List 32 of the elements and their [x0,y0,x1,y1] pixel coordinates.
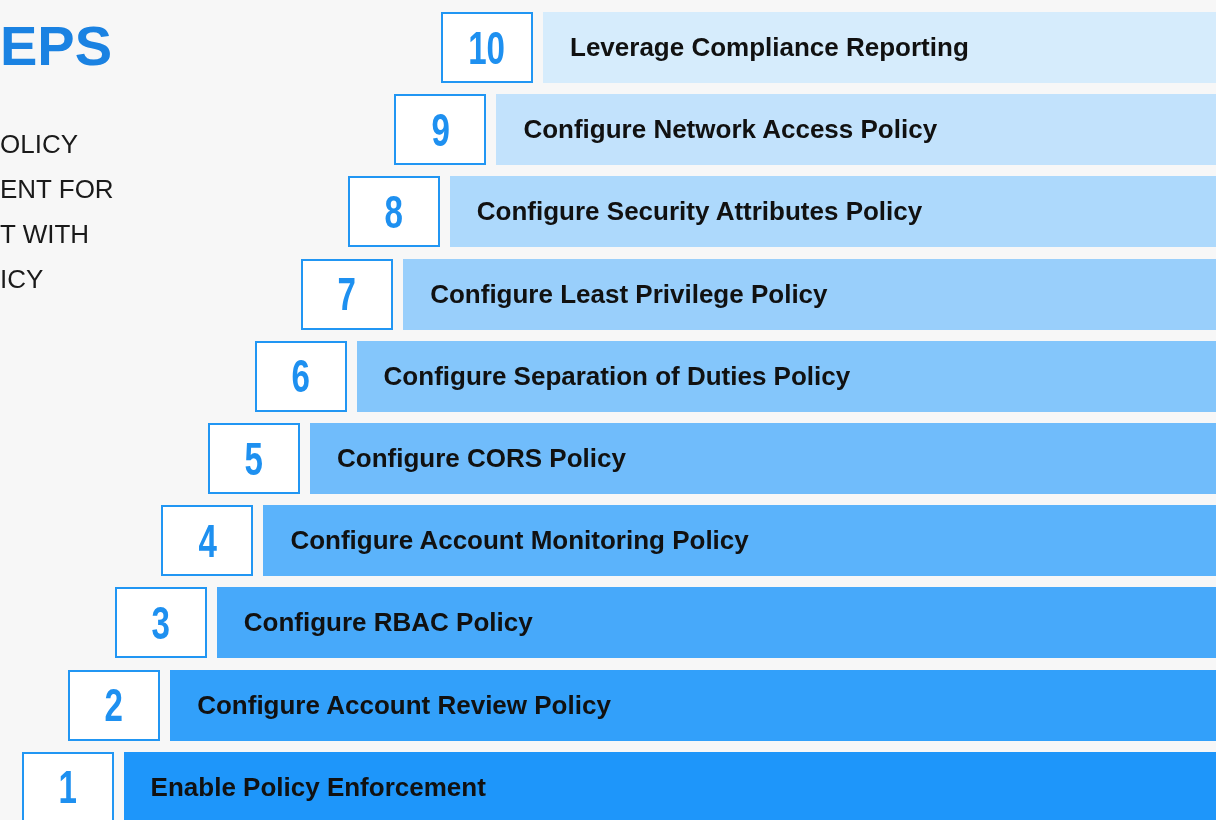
step-label: Configure CORS Policy [337,443,626,474]
step-bar [123,751,1216,820]
step-number: 6 [254,340,347,412]
step-label: Leverage Compliance Reporting [570,32,969,63]
step-bar [356,340,1216,412]
step-number: 1 [21,751,114,820]
step-label: Configure Network Access Policy [523,114,938,146]
step-number: 7 [301,258,394,330]
step-bar [263,505,1216,577]
step-label: Configure Account Review Policy [197,689,611,721]
step-label: Enable Policy Enforcement [150,771,486,803]
step-number: 3 [114,587,207,659]
step-number: 5 [208,423,300,494]
step-label: Configure Separation of Duties Policy [383,360,851,392]
heading: EPS [0,14,113,78]
step-number: 9 [394,94,487,166]
step-number: 2 [68,669,161,741]
step-bar [170,669,1216,741]
step-number: 4 [161,505,254,577]
step-bar [496,94,1216,166]
step-label: Configure Security Attributes Policy [476,196,923,228]
step-bar [449,176,1216,248]
step-bar [543,12,1216,83]
step-bar [310,423,1216,494]
step-bar [216,587,1216,659]
step-number: 8 [347,176,440,248]
step-bar [403,258,1216,330]
description-text: OLICY ENT FOR T WITH ICY [0,128,115,296]
step-label: Configure RBAC Policy [243,607,533,639]
step-number: 10 [441,12,533,83]
step-label: Configure Account Monitoring Policy [290,525,749,557]
step-label: Configure Least Privilege Policy [430,278,828,310]
